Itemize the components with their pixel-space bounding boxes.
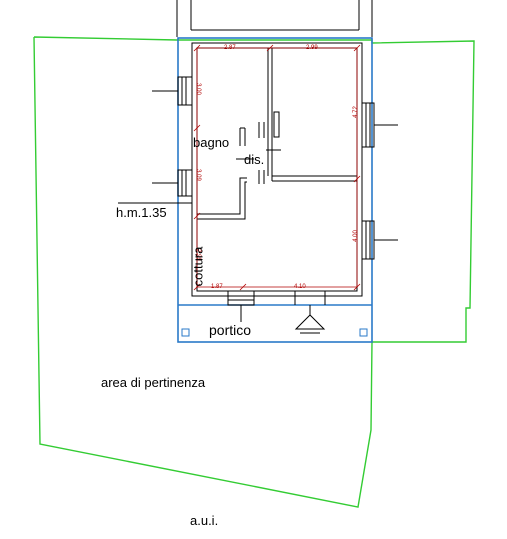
dimension-right-lower: 4.00 (352, 230, 359, 242)
dimension-left-middle: 3.09 (194, 169, 201, 181)
room-label-cottura: cottura (190, 246, 206, 287)
area-label: area di pertinenza (101, 375, 206, 390)
room-label-portico: portico (209, 322, 252, 338)
windows (152, 76, 398, 322)
height-note: h.m.1.35 (116, 205, 167, 220)
neighbour-building (176, 0, 373, 37)
room-label-dis: dis. (244, 152, 265, 167)
room-label-bagno: bagno (193, 135, 230, 150)
property-boundary (33, 36, 475, 508)
dimension-top-left: 2.87 (224, 45, 236, 51)
dimension-left-upper: 3.00 (194, 83, 201, 95)
dimension-bottom-left: 1.87 (211, 284, 223, 290)
dimension-top-right: 2.99 (306, 45, 318, 51)
dimension-right-upper: 4.72 (352, 106, 359, 118)
entrance-arrow-icon (294, 305, 326, 334)
portico-pillars (181, 328, 368, 337)
walls (191, 42, 363, 297)
dimension-bottom-right: 4.10 (294, 284, 306, 290)
aui-label: a.u.i. (190, 513, 219, 528)
dimension-lines (193, 44, 361, 291)
